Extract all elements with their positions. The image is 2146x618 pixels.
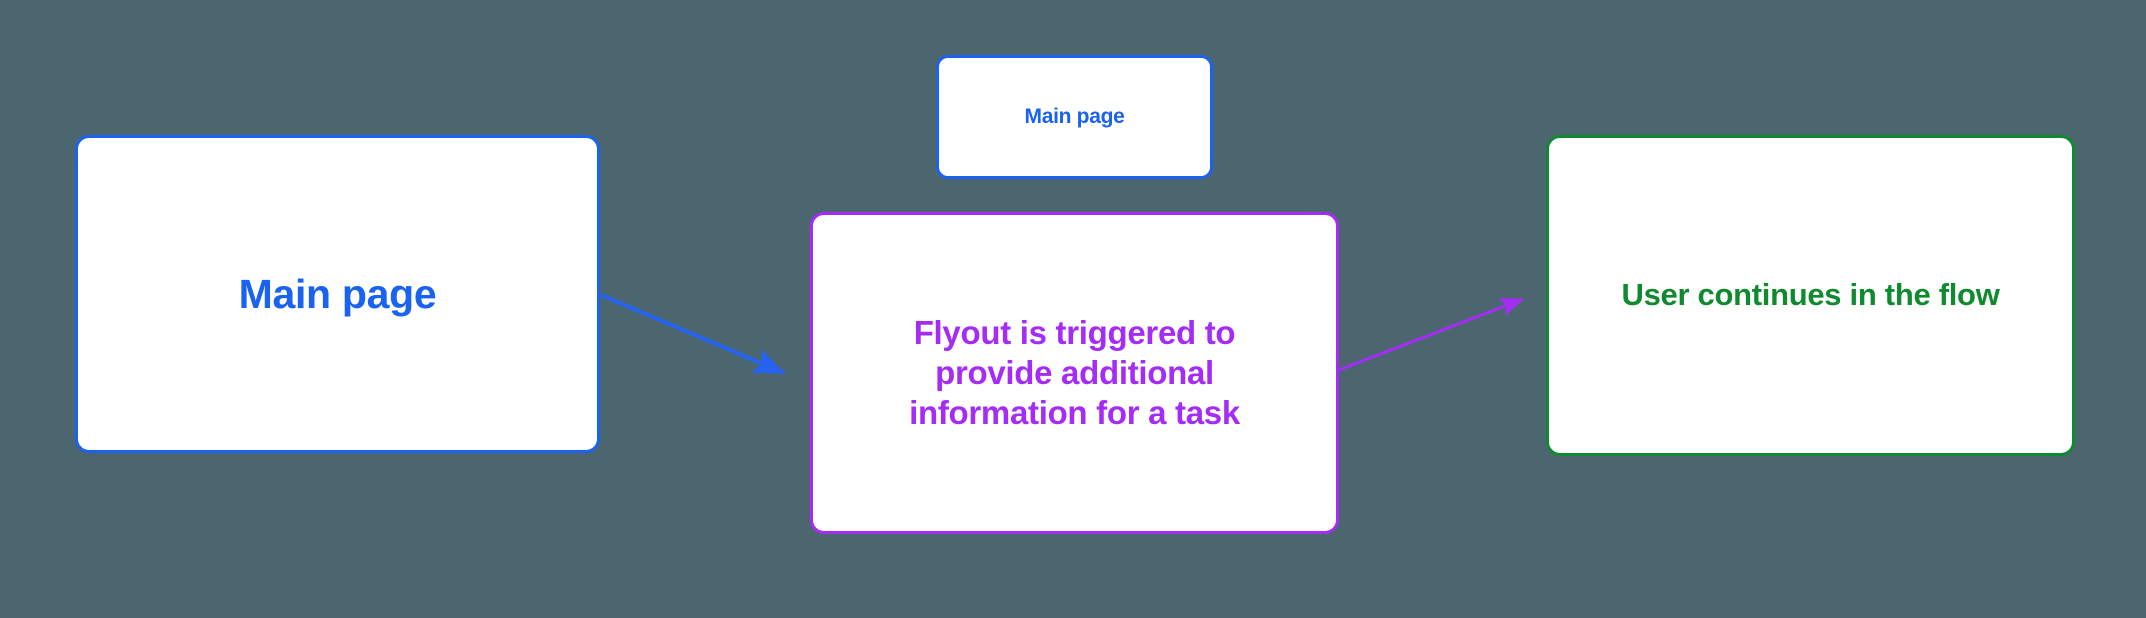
node-outcome[interactable]: User continues in the flow (1546, 135, 2075, 456)
node-outcome-label: User continues in the flow (1621, 277, 2000, 313)
node-flyout[interactable]: Flyout is triggered to provide additiona… (810, 212, 1339, 534)
node-main-page-large-label: Main page (238, 270, 437, 317)
node-flyout-label: Flyout is triggered to provide additiona… (909, 313, 1240, 432)
node-main-page-small-label: Main page (1024, 104, 1125, 128)
node-main-page-large[interactable]: Main page (75, 135, 600, 453)
connector-main-page-to-flyout (600, 293, 786, 375)
node-main-page-small[interactable]: Main page (936, 55, 1213, 179)
connector-flyout-to-outcome (1338, 297, 1525, 372)
